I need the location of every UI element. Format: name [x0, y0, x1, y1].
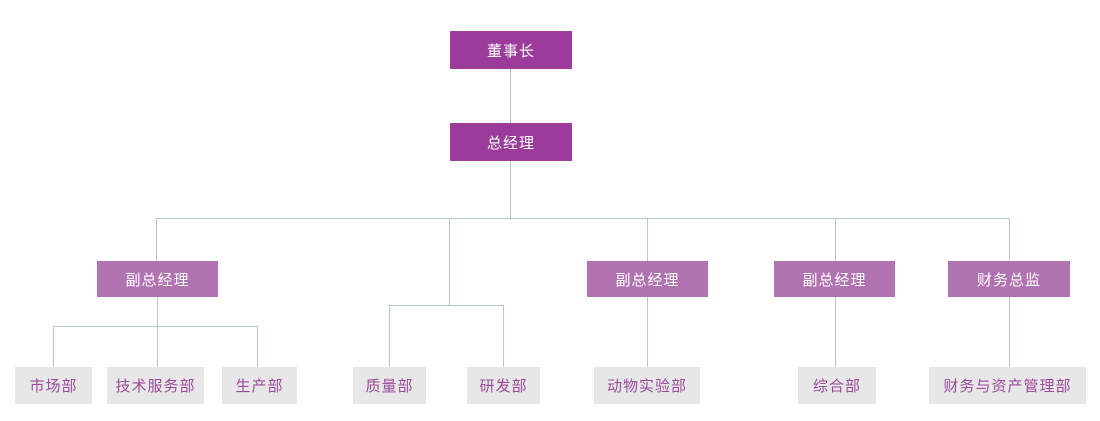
connector-to-production [257, 326, 258, 367]
node-finance-director: 财务总监 [948, 261, 1070, 297]
connector-bus-to-deputy3 [835, 218, 836, 261]
node-tech-service-dept: 技术服务部 [107, 367, 204, 404]
connector-deputy1-stem [157, 297, 158, 326]
node-chairman: 董事长 [450, 31, 572, 69]
node-animal-lab-dept: 动物实验部 [594, 367, 700, 404]
node-deputy-gm-2: 副总经理 [587, 261, 708, 297]
connector-to-tech-service [157, 326, 158, 367]
connector-to-marketing [53, 326, 54, 367]
connector-to-general-affairs [835, 297, 836, 367]
node-marketing-dept: 市场部 [15, 367, 92, 404]
connector-to-rnd [503, 305, 504, 367]
connector-bus-to-quality-branch [449, 218, 450, 305]
connector-bus-to-deputy1 [156, 218, 157, 261]
node-quality-dept: 质量部 [353, 367, 426, 404]
connector-to-animal-lab [647, 297, 648, 367]
node-deputy-gm-3: 副总经理 [774, 261, 895, 297]
node-general-affairs-dept: 综合部 [798, 367, 876, 404]
node-finance-asset-dept: 财务与资产管理部 [929, 367, 1086, 404]
connector-level3-bus [156, 218, 1010, 219]
connector-to-quality [389, 305, 390, 367]
connector-chairman-to-gm [510, 69, 511, 123]
node-production-dept: 生产部 [222, 367, 297, 404]
node-deputy-gm-1: 副总经理 [97, 261, 218, 297]
connector-to-finance-asset [1009, 297, 1010, 367]
connector-quality-bus [389, 305, 503, 306]
node-general-manager: 总经理 [450, 123, 572, 161]
connector-gm-to-bus [510, 161, 511, 219]
connector-deputy1-bus [53, 326, 257, 327]
node-rnd-dept: 研发部 [467, 367, 540, 404]
connector-bus-to-deputy2 [647, 218, 648, 261]
connector-bus-to-finance-director [1009, 218, 1010, 261]
